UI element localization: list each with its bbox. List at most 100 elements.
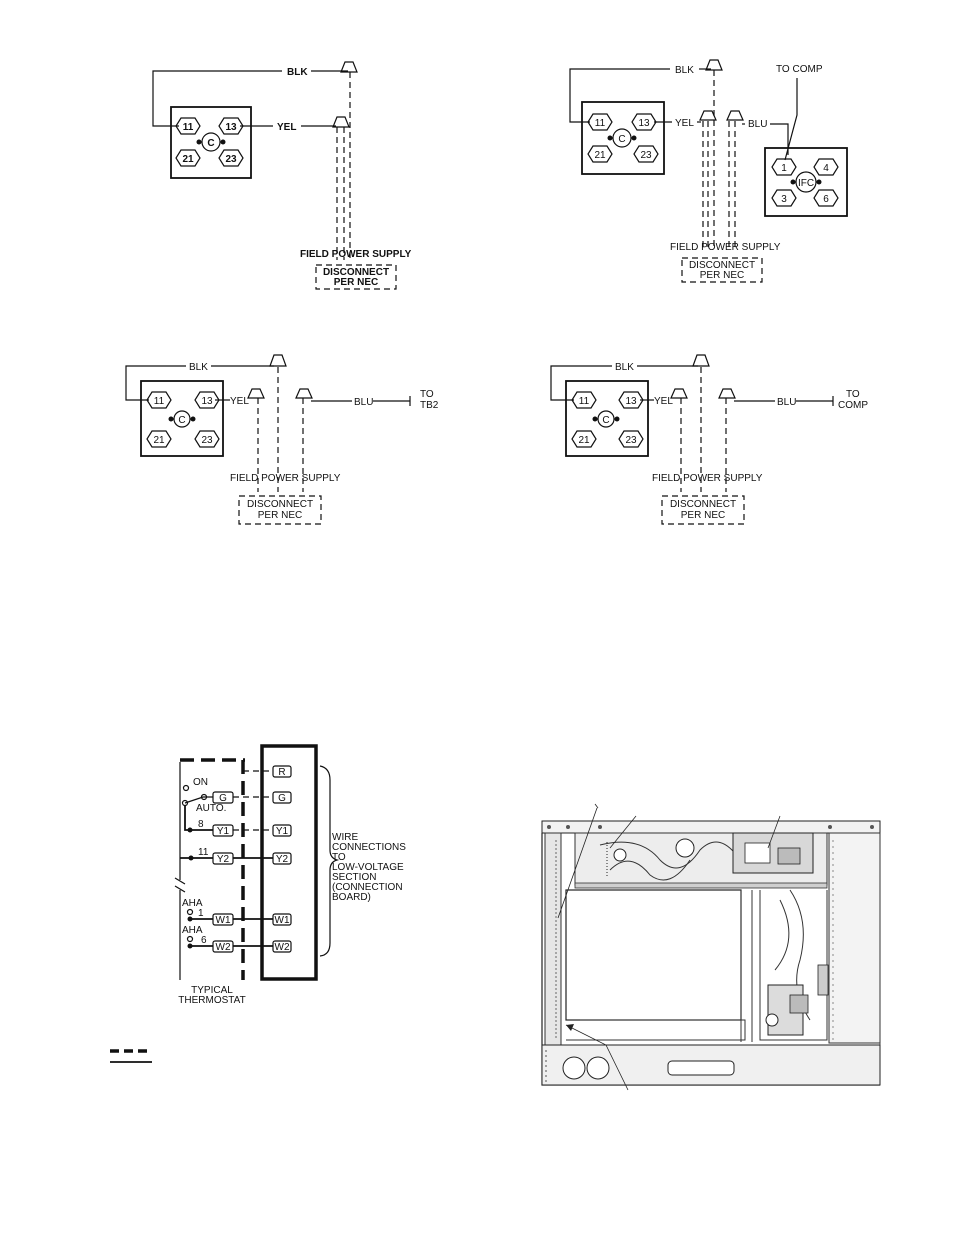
- svg-text:C: C: [602, 415, 609, 426]
- caption-typical: TYPICAL: [191, 985, 233, 996]
- blk-label: BLK: [287, 67, 308, 78]
- terminal-13: 13: [194, 391, 220, 409]
- leader-line-3: [767, 815, 781, 849]
- svg-text:W1: W1: [216, 915, 231, 926]
- blk-lug: [340, 61, 358, 73]
- terminal-23: 23: [194, 430, 220, 448]
- blk-wire: [125, 365, 186, 401]
- svg-text:13: 13: [625, 396, 637, 407]
- svg-text:8: 8: [198, 819, 204, 830]
- blu-lug: [726, 110, 744, 121]
- terminal-11: 11: [175, 117, 201, 135]
- field-power-supply-label: FIELD POWER SUPPLY: [670, 242, 781, 253]
- svg-text:13: 13: [225, 122, 237, 133]
- yel-label: YEL: [277, 122, 296, 133]
- svg-text:23: 23: [625, 435, 637, 446]
- terminal-21: 21: [146, 430, 172, 448]
- svg-text:IFC: IFC: [798, 178, 814, 189]
- disconnect-box: [315, 264, 397, 290]
- to-comp-label: TO COMP: [776, 64, 823, 75]
- terminal-23: 23: [618, 430, 644, 448]
- svg-text:21: 21: [182, 154, 194, 165]
- svg-text:TO: TO: [420, 389, 434, 400]
- terminal-21: 21: [587, 145, 613, 163]
- caption-thermostat: THERMOSTAT: [178, 995, 245, 1006]
- svg-text:AHA: AHA: [182, 898, 203, 909]
- yel-lug: [247, 388, 265, 399]
- disconnect-box: [238, 495, 322, 525]
- blk-label: BLK: [615, 362, 634, 373]
- svg-text:4: 4: [823, 163, 829, 174]
- svg-text:TB2: TB2: [420, 400, 439, 411]
- ifc-terminal-ifc: IFC: [790, 171, 822, 193]
- svg-text:(CONNECTION: (CONNECTION: [332, 882, 403, 893]
- svg-text:11: 11: [154, 396, 165, 407]
- svg-text:3: 3: [781, 194, 787, 205]
- connection-board: [260, 744, 318, 981]
- yel-lug: [670, 388, 688, 399]
- diagram-1: BLK YEL FIELD POWER SUPPLY DISCONNECT PE…: [152, 61, 412, 290]
- blu-lug: [295, 388, 313, 399]
- contactor-box: [170, 106, 252, 179]
- brace: [319, 765, 340, 957]
- svg-text:G: G: [278, 793, 286, 804]
- field-power-supply-label: FIELD POWER SUPPLY: [300, 249, 412, 260]
- board-terminal-w2: W2: [272, 940, 292, 953]
- svg-text:23: 23: [640, 150, 652, 161]
- svg-text:11: 11: [183, 122, 194, 133]
- yel-lug: [699, 110, 717, 121]
- svg-text:C: C: [207, 138, 214, 149]
- svg-text:DISCONNECT: DISCONNECT: [689, 260, 755, 271]
- thermostat-wiring: WIRE CONNECTIONS TO LOW-VOLTAGE SECTION …: [110, 744, 406, 1063]
- svg-text:Y2: Y2: [276, 854, 289, 865]
- svg-text:C: C: [178, 415, 185, 426]
- blk-lug: [705, 59, 723, 71]
- svg-text:Y2: Y2: [217, 854, 230, 865]
- disconnect-box: [681, 257, 763, 283]
- blk-lug: [692, 354, 710, 367]
- svg-text:WIRE: WIRE: [332, 832, 358, 843]
- svg-text:TO: TO: [332, 852, 346, 863]
- svg-text:W1: W1: [275, 915, 290, 926]
- field-power-supply-label: FIELD POWER SUPPLY: [652, 473, 763, 484]
- svg-text:21: 21: [594, 150, 606, 161]
- unit-illustration: [541, 803, 881, 1091]
- ifc-terminal-1: 1: [771, 158, 797, 176]
- tstat-terminal-w1: W1: [212, 913, 234, 926]
- svg-text:C: C: [618, 134, 625, 145]
- terminal-c: C: [592, 410, 620, 428]
- svg-text:W2: W2: [275, 942, 290, 953]
- yel-label: YEL: [654, 396, 673, 407]
- terminal-11: 11: [587, 113, 613, 131]
- auto-label: AUTO.: [196, 803, 226, 814]
- svg-text:23: 23: [201, 435, 213, 446]
- blu-lug: [718, 388, 736, 399]
- svg-text:W2: W2: [216, 942, 231, 953]
- svg-text:PER NEC: PER NEC: [700, 270, 744, 281]
- svg-text:DISCONNECT: DISCONNECT: [670, 499, 736, 510]
- svg-text:21: 21: [578, 435, 590, 446]
- terminal-11: 11: [146, 391, 172, 409]
- board-terminal-g: G: [272, 791, 292, 804]
- svg-text:TO: TO: [846, 389, 860, 400]
- diagram-3: BLK YEL BLU TO TB2 FIELD POWER SUPPLY DI…: [125, 354, 439, 525]
- svg-text:AHA: AHA: [182, 925, 203, 936]
- diagram-4: BLK YEL BLU TO COMP FIELD POWER SUPPLY D…: [550, 354, 868, 525]
- blk-wire: [152, 70, 282, 127]
- svg-text:DISCONNECT: DISCONNECT: [247, 499, 313, 510]
- svg-text:PER NEC: PER NEC: [258, 510, 302, 521]
- svg-text:11: 11: [579, 396, 590, 407]
- terminal-c: C: [607, 128, 637, 148]
- contactor-box: [565, 380, 649, 457]
- tstat-terminal-w2: W2: [212, 940, 234, 953]
- blk-wire: [569, 68, 670, 123]
- terminal-c: C: [168, 410, 196, 428]
- svg-text:6: 6: [201, 935, 207, 946]
- field-power-supply-label: FIELD POWER SUPPLY: [230, 473, 341, 484]
- svg-text:PER NEC: PER NEC: [334, 277, 378, 288]
- ifc-terminal-6: 6: [813, 189, 839, 207]
- tstat-terminal-y2: Y2: [212, 852, 234, 865]
- disconnect-box: [661, 495, 745, 525]
- terminal-c: C: [196, 132, 226, 152]
- wire-connections-label: WIRE CONNECTIONS TO LOW-VOLTAGE SECTION …: [332, 832, 406, 903]
